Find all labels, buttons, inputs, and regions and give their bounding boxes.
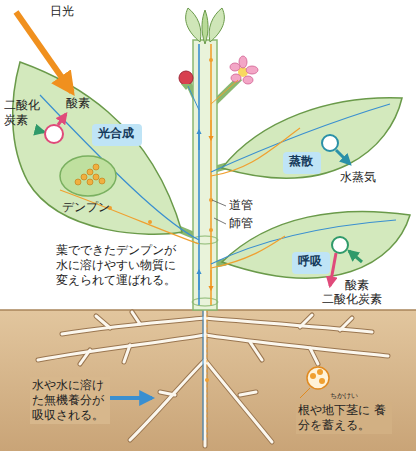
- process-name: 蒸散: [289, 154, 315, 170]
- leader-lines: [212, 200, 226, 224]
- gas-label: 二酸化 炭素: [4, 98, 44, 128]
- process-label: 呼吸: [292, 252, 330, 274]
- sunlight-arrow: [16, 12, 72, 92]
- starch-label: デンプン: [62, 200, 110, 215]
- storage: [300, 367, 329, 398]
- gas-label: 酸素: [66, 96, 90, 111]
- part-label: 師管: [229, 216, 253, 231]
- ruby-text: ちかけい: [330, 393, 358, 400]
- part-label: 道管: [229, 198, 253, 213]
- process-name: 光合成: [98, 126, 136, 142]
- gas-label: 水蒸気: [340, 170, 376, 185]
- soil: [0, 310, 416, 451]
- vessels: [40, 44, 396, 382]
- photosynthesis-exchange: [36, 114, 66, 143]
- process-label: 光合成: [92, 124, 142, 146]
- starch: [60, 156, 116, 196]
- gas-label: 酸素: [345, 278, 369, 293]
- transpiration-exchange: [322, 135, 350, 164]
- sun-label: 日光: [50, 4, 74, 20]
- note-text: 葉でできたデンプンが 水に溶けやすい物質に 変えられて運ばれる。: [56, 243, 180, 288]
- process-label: 蒸散: [283, 152, 321, 174]
- note-text: 根や地下茎に 養分を蓄える。: [296, 402, 392, 434]
- flowers: [179, 56, 258, 90]
- gas-label: 二酸化炭素: [322, 292, 382, 307]
- water-arrow: [110, 396, 152, 400]
- process-name: 呼吸: [298, 254, 324, 270]
- note-text: 水や水に溶け た無機養分が 吸収される。: [30, 377, 110, 424]
